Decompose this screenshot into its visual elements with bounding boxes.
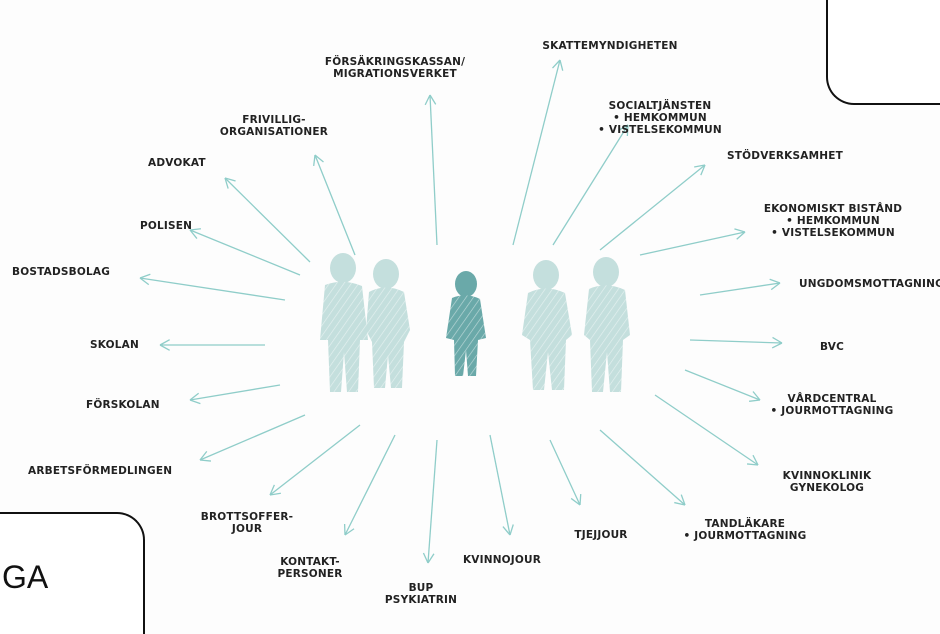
label-line: PSYKIATRIN — [385, 594, 457, 606]
label-line: BROTTSOFFER- — [201, 511, 293, 523]
label-stodverksamhet: STÖDVERKSAMHET — [727, 150, 843, 162]
label-line: SKOLAN — [90, 339, 139, 351]
label-line: BVC — [820, 341, 844, 353]
label-line: ORGANISATIONER — [220, 126, 328, 138]
label-line: BUP — [385, 582, 457, 594]
label-line: VÅRDCENTRAL — [771, 393, 894, 405]
label-line: MIGRATIONSVERKET — [325, 68, 465, 80]
label-line: JOUR — [201, 523, 293, 535]
label-kontaktpersoner: KONTAKT-PERSONER — [277, 556, 342, 580]
label-ekonomiskt-bistand: EKONOMISKT BISTÅND• HEMKOMMUN• VISTELSEK… — [764, 203, 902, 239]
label-line: • HEMKOMMUN — [764, 215, 902, 227]
person-figure-2 — [366, 259, 410, 388]
center-person-figure — [446, 271, 486, 376]
label-socialtjansten: SOCIALTJÄNSTEN• HEMKOMMUN• VISTELSEKOMMU… — [598, 100, 722, 136]
label-bvc: BVC — [820, 341, 844, 353]
label-skolan: SKOLAN — [90, 339, 139, 351]
relations-diagram: FÖRSÄKRINGSKASSAN/MIGRATIONSVERKET SKATT… — [0, 0, 940, 607]
label-line: SKATTEMYNDIGHETEN — [542, 40, 677, 52]
label-advokat: ADVOKAT — [148, 157, 206, 169]
person-figure-4 — [584, 257, 630, 392]
label-line: • VISTELSEKOMMUN — [598, 124, 722, 136]
label-brottsofferjour: BROTTSOFFER-JOUR — [201, 511, 293, 535]
label-line: PERSONER — [277, 568, 342, 580]
label-line: ARBETSFÖRMEDLINGEN — [28, 465, 172, 477]
label-line: FÖRSKOLAN — [86, 399, 160, 411]
label-line: UNGDOMSMOTTAGNING — [799, 278, 940, 290]
callout-bottom-text: GA — [2, 559, 48, 596]
label-line: POLISEN — [140, 220, 192, 232]
label-ungdomsmottagning: UNGDOMSMOTTAGNING — [799, 278, 940, 290]
label-line: EKONOMISKT BISTÅND — [764, 203, 902, 215]
label-line: GYNEKOLOG — [783, 482, 872, 494]
person-figure-3 — [522, 260, 572, 390]
person-figure-1 — [320, 253, 368, 392]
label-line: KVINNOKLINIK — [783, 470, 872, 482]
label-line: STÖDVERKSAMHET — [727, 150, 843, 162]
label-line: TANDLÄKARE — [684, 518, 807, 530]
label-line: • VISTELSEKOMMUN — [764, 227, 902, 239]
label-polisen: POLISEN — [140, 220, 192, 232]
label-line: ADVOKAT — [148, 157, 206, 169]
callout-box-bottom: GA — [0, 512, 145, 634]
label-forskolan: FÖRSKOLAN — [86, 399, 160, 411]
label-forsakringskassan: FÖRSÄKRINGSKASSAN/MIGRATIONSVERKET — [325, 56, 465, 80]
label-arbetsformedlingen: ARBETSFÖRMEDLINGEN — [28, 465, 172, 477]
label-line: BOSTADSBOLAG — [12, 266, 110, 278]
label-line: KVINNOJOUR — [463, 554, 541, 566]
callout-box-top — [826, 0, 940, 105]
label-line: FÖRSÄKRINGSKASSAN/ — [325, 56, 465, 68]
label-line: KONTAKT- — [277, 556, 342, 568]
label-line: TJEJJOUR — [574, 529, 627, 541]
label-line: • HEMKOMMUN — [598, 112, 722, 124]
label-line: • JOURMOTTAGNING — [684, 530, 807, 542]
label-tjejjour: TJEJJOUR — [574, 529, 627, 541]
people-illustration — [0, 0, 940, 607]
label-bostadsbolag: BOSTADSBOLAG — [12, 266, 110, 278]
label-skattemyndigheten: SKATTEMYNDIGHETEN — [542, 40, 677, 52]
label-tandlakare: TANDLÄKARE• JOURMOTTAGNING — [684, 518, 807, 542]
label-line: SOCIALTJÄNSTEN — [598, 100, 722, 112]
label-frivillig: FRIVILLIG-ORGANISATIONER — [220, 114, 328, 138]
label-line: FRIVILLIG- — [220, 114, 328, 126]
label-vardcentral: VÅRDCENTRAL• JOURMOTTAGNING — [771, 393, 894, 417]
label-kvinnojour: KVINNOJOUR — [463, 554, 541, 566]
label-line: • JOURMOTTAGNING — [771, 405, 894, 417]
